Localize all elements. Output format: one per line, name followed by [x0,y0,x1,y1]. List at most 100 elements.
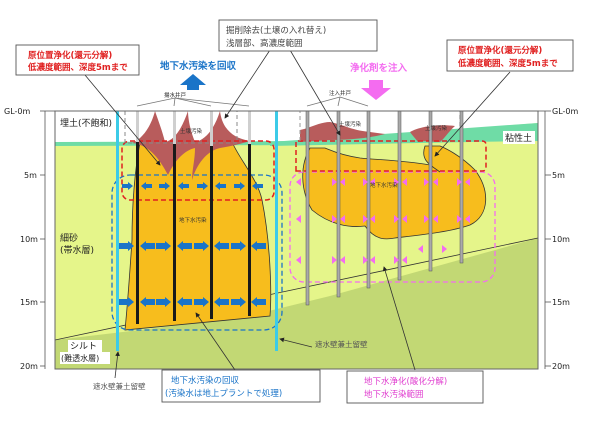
layer-label-silt-2: (難透水層) [61,353,99,363]
recover-up-arrow [180,74,206,90]
injection-arrow [296,256,301,264]
callout-oxidation: 地下水浄化(酸化分解) 地下水汚染範囲 [346,370,484,404]
flow-arrow [231,241,246,251]
injection-arrow [418,245,423,253]
injection-well[interactable] [336,106,341,298]
callout-excavation-line2: 浅層部、高濃度範囲 [226,38,303,49]
flow-arrow [194,297,209,307]
injection-arrow [402,215,407,223]
injection-flow-arrows [296,178,470,264]
flow-arrow [231,297,246,307]
soil-contamination-left [132,111,250,180]
callout-recovery: 地下水汚染の回収 (汚染水は地上プラントで処理) [161,369,321,403]
flow-arrow [234,182,245,190]
soil-contamination-label-right-1: 土壌汚染 [339,120,362,128]
depth-axis-right [538,110,551,369]
inject-down-arrow [361,80,391,100]
pumping-well[interactable] [248,111,251,316]
silt-layer [55,238,538,369]
cutoff-wall-right[interactable] [275,111,278,351]
injection-arrow [394,215,399,223]
soil-contamination-label-left: 土壌汚染 [180,127,203,135]
injection-arrow [402,256,407,264]
flow-arrow [214,241,229,251]
injection-well[interactable] [459,106,464,264]
flow-arrow [141,182,152,190]
pumping-well-leaders [136,97,250,107]
injection-well[interactable] [305,106,310,306]
flow-arrow [215,182,226,190]
depth-tick-left-5: 5m [24,171,37,180]
injection-well[interactable] [397,106,402,281]
cutoff-wall-label-right: 遮水壁兼土留壁 [315,339,368,349]
injection-arrow [457,215,462,223]
callout-left-reduction-line1: 原位置浄化(還元分解) [28,50,112,61]
groundwater-plume-right [302,145,487,240]
depth-tick-left-10: 10m [20,235,38,244]
injection-arrow [457,178,462,186]
injection-arrow [402,178,407,186]
flow-arrow [119,297,134,307]
soil-contamination-right-1 [300,122,385,142]
groundwater-contamination-label-right: 地下水汚染 [370,181,398,189]
injection-well[interactable] [366,106,371,289]
injection-well[interactable] [428,106,433,272]
layer-label-sand-2: (帯水層) [60,244,94,256]
silt-label-bg-1 [68,340,102,352]
depth-axis-left [40,110,55,369]
flow-arrow [178,182,189,190]
injection-arrow [394,256,399,264]
injection-arrow [296,215,301,223]
groundwater-plume-left [124,141,272,331]
callout-oxidation-line1: 地下水浄化(酸化分解) [364,376,447,387]
injection-arrow [433,215,438,223]
flow-arrow [140,241,155,251]
depth-tick-left-20: 20m [20,362,38,371]
injection-arrow [332,178,337,186]
depth-tick-left-0: GL-0m [4,107,30,116]
recovery-flow-arrows [119,182,266,307]
injection-arrow [340,256,345,264]
injection-arrow [332,215,337,223]
callout-right-reduction-line1: 原位置浄化(還元分解) [458,45,542,56]
clay-label-bg [503,131,535,144]
depth-tick-left-15: 15m [20,298,38,307]
injection-arrow [296,178,301,186]
injection-arrow [370,256,375,264]
depth-tick-right-20: 20m [552,362,570,371]
pumping-well[interactable] [210,111,213,319]
callout-left-reduction-line2: 低濃度範囲、深度5mまで [27,62,128,73]
soil-contamination-right-2 [410,125,455,142]
callout-oxidation-line2: 地下水汚染範囲 [364,389,424,400]
injection-well-label: 注入井戸 [329,89,352,97]
flow-arrow [140,297,155,307]
callout-leader-lines [84,49,511,379]
pumping-well[interactable] [173,111,176,321]
injection-arrow [424,215,429,223]
depth-tick-right-0: GL-0m [552,107,578,116]
callout-right-reduction-line2: 低濃度範囲、深度5mまで [457,58,558,69]
injection-arrow [465,215,470,223]
flow-arrow [194,241,209,251]
recovery-range-outline [111,174,283,331]
injection-arrow [332,256,337,264]
pumping-well[interactable] [136,111,139,324]
cutoff-wall-left[interactable] [116,111,119,351]
recover-arrow-label: 地下水汚染を回収 [160,60,237,72]
injection-arrow [442,245,447,253]
layer-label-clay: 粘性土 [505,132,532,144]
flow-arrow [177,297,192,307]
oxidation-range-outline [289,171,496,283]
layer-label-fill: 埋土(不飽和) [60,117,112,129]
depth-tick-right-10: 10m [552,235,570,244]
layer-label-silt-1: シルト [70,342,97,352]
injection-wells [305,106,464,306]
injection-arrow [394,178,399,186]
flow-arrow [251,241,266,251]
depth-tick-right-15: 15m [552,298,570,307]
flow-arrow [177,241,192,251]
injection-arrow [424,178,429,186]
callout-right-reduction: 原位置浄化(還元分解) 低濃度範囲、深度5mまで [446,39,574,72]
pumping-well-casings [136,111,251,146]
callout-excavation-line1: 掘削除去(土壌の入れ替え) [226,25,326,36]
